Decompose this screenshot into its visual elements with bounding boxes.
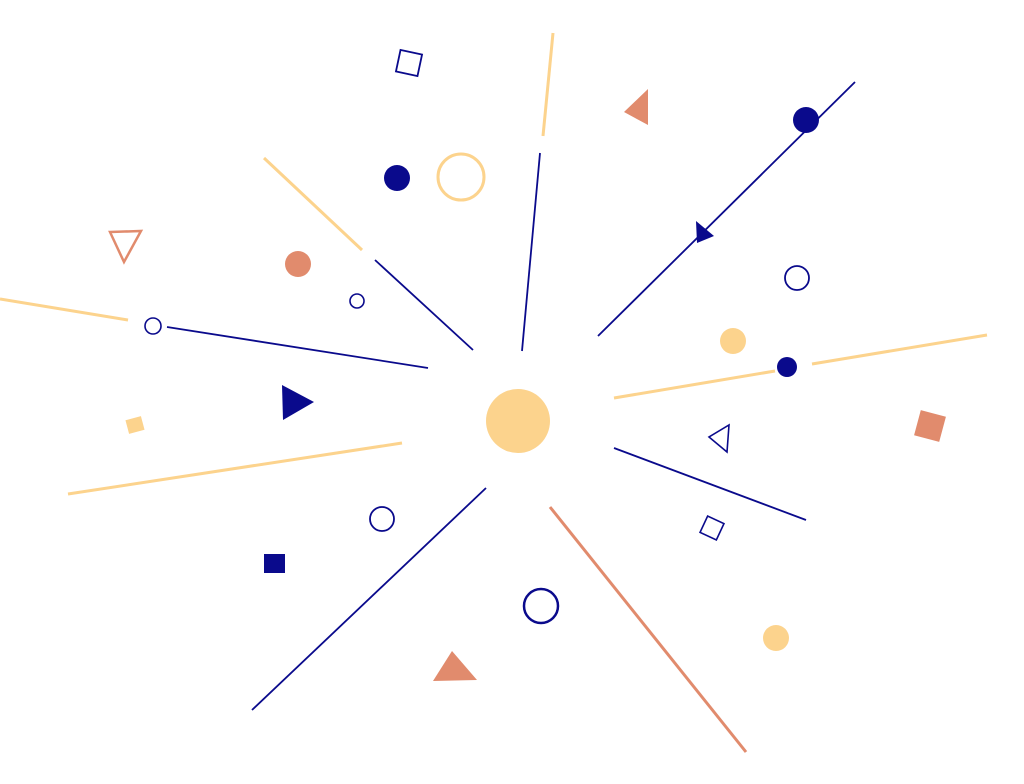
ring-navy-lower-left xyxy=(369,506,395,532)
outline-triangle-coral-left xyxy=(108,229,144,265)
ray-bottom-left-navy xyxy=(251,487,487,711)
ray-top-peach xyxy=(541,32,555,137)
ring-peach-upper xyxy=(436,152,486,202)
ring-navy-bottom xyxy=(522,587,560,625)
triangle-coral-top xyxy=(624,89,648,125)
ray-upper-left-navy xyxy=(374,259,474,351)
shapes xyxy=(108,48,946,681)
ring-navy-small-2 xyxy=(144,317,162,335)
square-navy-lower-left xyxy=(264,554,285,573)
dot-coral-left xyxy=(285,251,311,277)
arrowhead-navy xyxy=(696,221,714,243)
triangle-navy-left xyxy=(282,385,314,420)
center-sun-circle xyxy=(486,389,550,453)
outline-triangle-navy-right xyxy=(707,423,730,454)
ray-right-peach-inner xyxy=(613,369,776,400)
ray-top-navy xyxy=(521,152,541,352)
ring-navy-small-1 xyxy=(349,293,365,309)
outline-square-navy-top xyxy=(394,48,424,78)
dot-peach-bottom-right xyxy=(763,625,789,651)
dot-navy-top-right xyxy=(793,107,819,133)
ray-left-peach xyxy=(0,297,129,322)
dot-navy-upper xyxy=(384,165,410,191)
dot-navy-right xyxy=(777,357,797,377)
dot-peach-right xyxy=(720,328,746,354)
ray-lower-left-peach xyxy=(67,441,403,496)
ray-bottom-right-coral xyxy=(548,506,748,753)
square-peach-left xyxy=(125,416,145,434)
ray-left-navy xyxy=(166,326,429,369)
outline-square-navy-lower xyxy=(698,514,726,542)
triangle-coral-bottom xyxy=(433,651,477,681)
ray-lower-right-navy xyxy=(613,447,807,521)
square-coral-right xyxy=(914,410,946,442)
ring-navy-right xyxy=(784,265,810,291)
ray-upper-left-peach xyxy=(262,156,364,252)
ray-right-peach-outer xyxy=(811,333,988,366)
